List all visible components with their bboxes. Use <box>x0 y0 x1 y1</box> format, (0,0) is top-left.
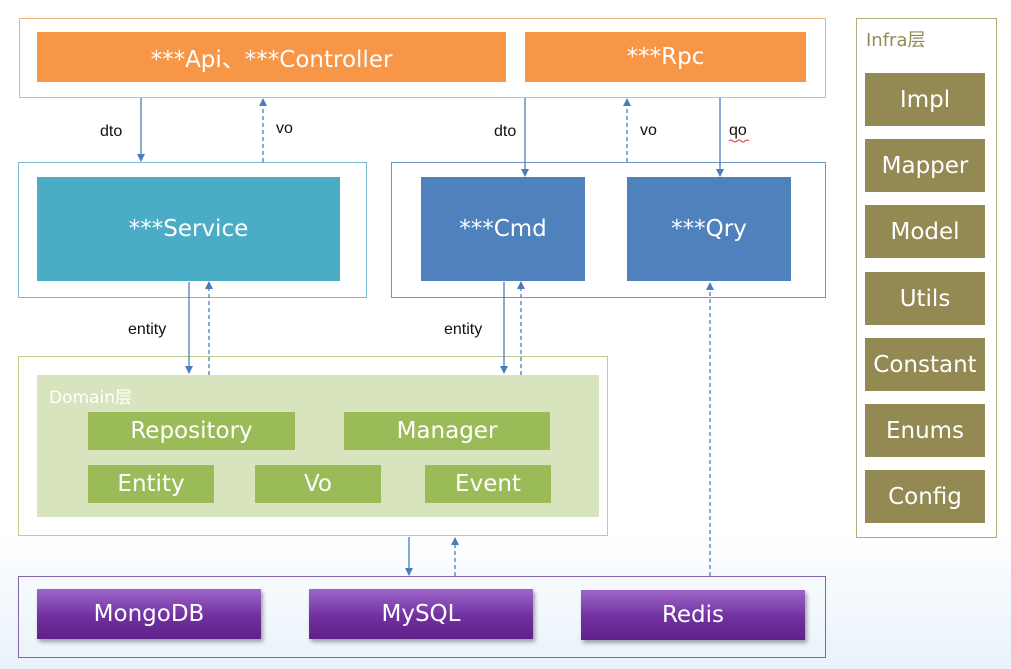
impl-box: Impl <box>865 73 985 126</box>
storage-layer-frame <box>18 576 826 658</box>
vo-left-label: vo <box>276 120 293 137</box>
api-controller-box: ***Api、***Controller <box>37 32 506 82</box>
vo-box: Vo <box>255 465 381 503</box>
rpc-box: ***Rpc <box>525 32 806 82</box>
entity-right-label: entity <box>444 321 483 338</box>
infra-layer-title: Infra层 <box>866 30 926 51</box>
mongodb-box: MongoDB <box>37 589 261 639</box>
mapper-box: Mapper <box>865 139 985 192</box>
qry-box: ***Qry <box>627 177 791 281</box>
redis-box: Redis <box>581 590 805 640</box>
entity-left-label: entity <box>128 321 167 338</box>
config-box: Config <box>865 470 985 523</box>
domain-layer-frame <box>18 356 608 536</box>
domain-layer-title: Domain层 <box>49 388 132 408</box>
enums-box: Enums <box>865 404 985 457</box>
qo-label: qo <box>729 122 747 139</box>
utils-box: Utils <box>865 272 985 325</box>
infra-layer-frame <box>856 18 997 538</box>
mysql-box: MySQL <box>309 589 533 639</box>
adapter-layer-frame <box>19 18 826 98</box>
model-box: Model <box>865 205 985 258</box>
vo-right-label: vo <box>640 122 657 139</box>
manager-box: Manager <box>344 412 550 450</box>
dto-left-label: dto <box>100 123 123 140</box>
cqrs-layer-frame <box>391 162 826 298</box>
spellcheck-underline <box>728 139 750 143</box>
service-box: ***Service <box>37 177 340 281</box>
repository-box: Repository <box>88 412 295 450</box>
constant-box: Constant <box>865 338 985 391</box>
event-box: Event <box>425 465 551 503</box>
service-layer-frame <box>18 162 367 298</box>
dto-right-label: dto <box>494 123 517 140</box>
entity-box: Entity <box>88 465 214 503</box>
cmd-box: ***Cmd <box>421 177 585 281</box>
